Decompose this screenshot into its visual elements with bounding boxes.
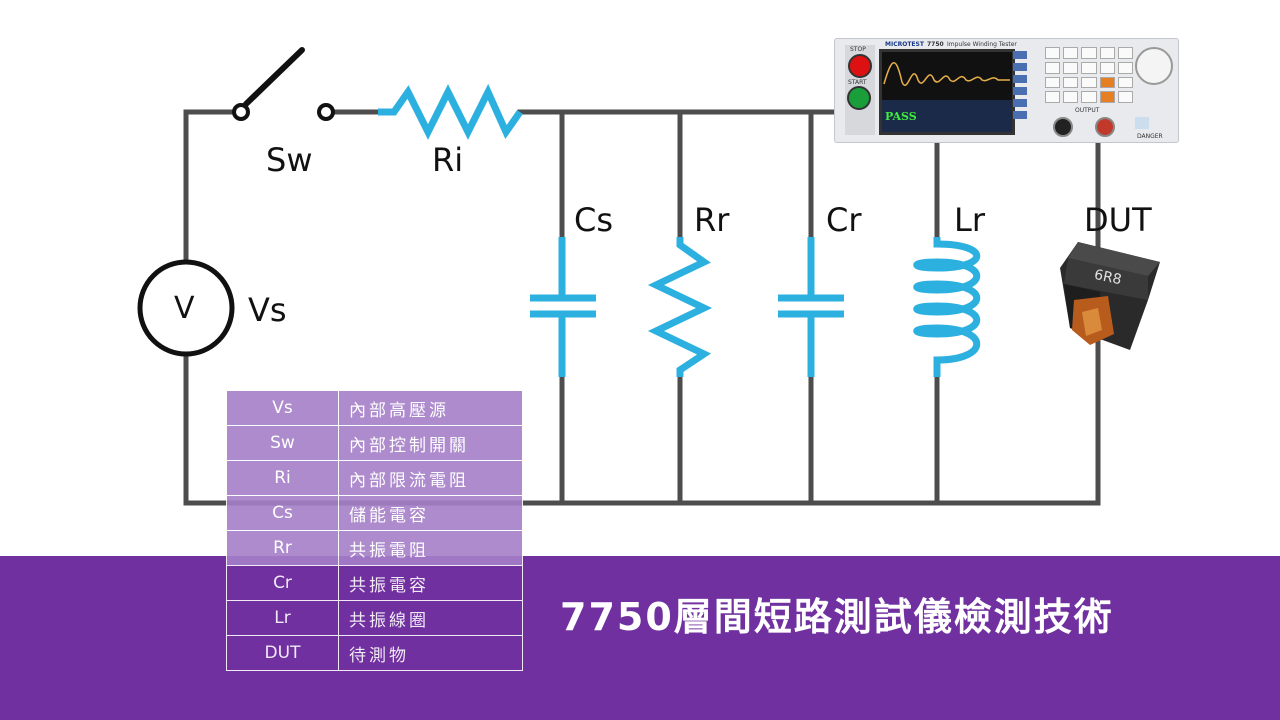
rr-resistor-symbol xyxy=(647,237,713,377)
pass-indicator: PASS xyxy=(885,110,917,123)
legend-symbol: Vs xyxy=(226,390,339,426)
output-terminal-black xyxy=(1053,117,1073,137)
ri-resistor-symbol xyxy=(378,83,523,140)
legend-desc: 儲能電容 xyxy=(338,495,523,531)
cr-capacitor-symbol xyxy=(778,237,844,377)
brand-label: MICROTEST xyxy=(885,41,924,48)
cs-capacitor-symbol xyxy=(530,237,596,377)
page-title: 7750層間短路測試儀檢測技術 xyxy=(560,595,1114,639)
legend-desc: 共振電容 xyxy=(338,565,523,601)
legend-desc: 內部高壓源 xyxy=(338,390,523,426)
instrument-7750: STOP START MICROTEST 7750 Impulse Windin… xyxy=(834,38,1179,143)
legend-symbol: Ri xyxy=(226,460,339,496)
title-banner xyxy=(0,556,1280,720)
output-label: OUTPUT xyxy=(1075,107,1100,114)
stop-label: STOP xyxy=(850,46,866,53)
cs-label: Cs xyxy=(574,201,614,239)
model-label: 7750 xyxy=(927,41,944,48)
start-label: START xyxy=(848,79,867,86)
rr-label: Rr xyxy=(694,201,730,239)
dut-marking: 6R8 xyxy=(1093,267,1123,288)
bottom-left-wire xyxy=(183,351,1101,506)
legend-symbol: Lr xyxy=(226,600,339,636)
legend-symbol: Cs xyxy=(226,495,339,531)
danger-label: DANGER xyxy=(1137,133,1163,140)
legend-symbol: DUT xyxy=(226,635,339,671)
dut-label: DUT xyxy=(1084,201,1152,239)
output-terminal-red xyxy=(1095,117,1115,137)
legend-desc: 待測物 xyxy=(338,635,523,671)
legend-desc: 內部限流電阻 xyxy=(338,460,523,496)
lr-inductor-symbol xyxy=(913,237,981,377)
cr-label: Cr xyxy=(826,201,862,239)
legend-desc: 共振線圈 xyxy=(338,600,523,636)
legend-desc: 內部控制開關 xyxy=(338,425,523,461)
lr-label: Lr xyxy=(954,201,985,239)
tester-screen: PASS xyxy=(879,49,1015,135)
dut-component: 6R8 xyxy=(1060,242,1160,350)
waveform xyxy=(883,62,1010,86)
stop-button xyxy=(848,54,872,78)
left-wire xyxy=(183,109,244,265)
legend-desc: 共振電阻 xyxy=(338,530,523,566)
product-name-label: Impulse Winding Tester xyxy=(947,41,1017,48)
keypad xyxy=(1045,47,1133,103)
switch-symbol xyxy=(232,47,335,121)
start-button xyxy=(847,86,871,110)
sw-label: Sw xyxy=(266,141,313,179)
vs-label: Vs xyxy=(248,291,287,329)
v-label: V xyxy=(174,291,195,326)
ri-label: Ri xyxy=(432,141,464,179)
rotary-knob xyxy=(1135,47,1173,85)
legend-symbol: Cr xyxy=(226,565,339,601)
legend-symbol: Sw xyxy=(226,425,339,461)
voltage-source-symbol xyxy=(137,259,235,357)
legend-symbol: Rr xyxy=(226,530,339,566)
